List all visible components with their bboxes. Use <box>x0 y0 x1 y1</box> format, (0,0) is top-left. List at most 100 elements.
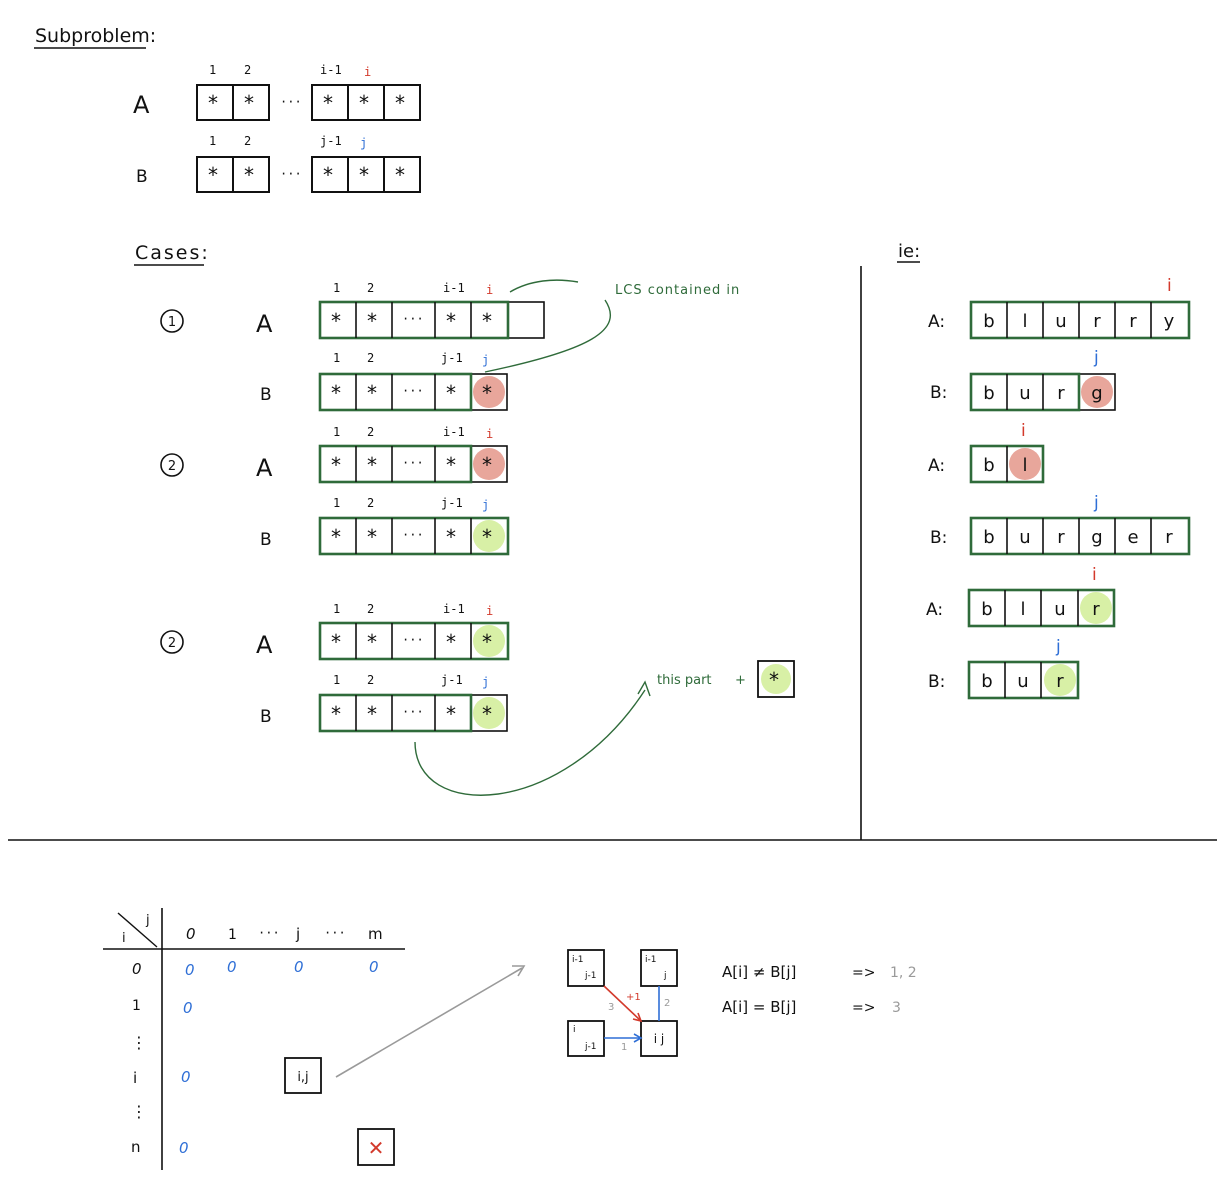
col-header: ··· <box>258 926 280 940</box>
col-label: 1 <box>333 496 340 510</box>
cell-label: j-1 <box>584 971 596 981</box>
lcs-range-box <box>318 372 473 412</box>
char: g <box>1091 383 1102 404</box>
ellipsis: ··· <box>402 705 424 719</box>
rule-mismatch: A[i] ≠ B[j] <box>722 963 796 981</box>
cell-value: * <box>244 163 254 187</box>
pointer-j: j <box>1093 348 1099 368</box>
base-zero: 0 <box>183 999 193 1017</box>
row-header: 1 <box>132 998 141 1014</box>
col-header: ··· <box>324 926 346 940</box>
subproblem-array-a: A 1 2 i-1 i ··· * * * * * <box>133 63 421 121</box>
ellipsis: ··· <box>402 384 424 398</box>
annotation-plus: + <box>735 673 746 688</box>
cell-label: i-1 <box>645 955 656 965</box>
arrow-head <box>637 680 651 697</box>
cell-ij <box>284 1057 322 1094</box>
col-label: i-1 <box>320 63 342 77</box>
cell-value: * <box>208 91 218 115</box>
row-label-a: A <box>256 454 273 482</box>
col-label: 1 <box>333 351 340 365</box>
col-label: j-1 <box>320 134 342 148</box>
string-box <box>969 300 1191 340</box>
col-label: 1 <box>209 63 216 77</box>
cell-value: * <box>244 91 254 115</box>
ellipsis: ··· <box>280 95 302 109</box>
char: u <box>1019 383 1030 404</box>
edge-plus1: +1 <box>626 992 641 1003</box>
row-label-a: A <box>256 310 273 338</box>
string-box <box>969 516 1191 556</box>
row-header: ⋮ <box>131 1102 147 1121</box>
cell-value: * <box>359 91 369 115</box>
cell-value: * <box>446 381 456 405</box>
char: l <box>1022 455 1027 476</box>
row-header: ⋮ <box>131 1033 147 1052</box>
pointer-j: j <box>1055 637 1061 657</box>
case-number: 2 <box>168 459 176 474</box>
cell-value: * <box>331 309 341 333</box>
label-b: B: <box>928 672 945 692</box>
base-zero: 0 <box>227 958 237 976</box>
base-zero: 0 <box>181 1068 191 1086</box>
cell-label: i-1 <box>572 955 583 965</box>
case-2-mismatch: 2 A 1 2 i-1 i * * ··· * * B 1 2 j-1 j * … <box>160 425 510 556</box>
cell-value: * <box>367 630 377 654</box>
cell-value: * <box>323 91 333 115</box>
cell-value: * <box>482 309 492 333</box>
green-highlight <box>473 520 505 552</box>
col-label: j-1 <box>441 496 463 510</box>
char: r <box>1092 599 1100 620</box>
col-label-j: j <box>360 136 367 150</box>
col-label: 1 <box>333 673 340 687</box>
char: b <box>983 455 994 476</box>
green-highlight <box>1044 664 1076 696</box>
col-label-i: i <box>486 283 493 297</box>
pointer-i: i <box>1092 565 1097 585</box>
case-number-circle <box>160 630 184 654</box>
cell <box>383 156 421 193</box>
cell-top-left <box>567 949 605 987</box>
extra-cell <box>507 301 545 339</box>
corner-j: j <box>145 913 150 928</box>
char: b <box>983 311 994 332</box>
dp-table: j i 0 1 ··· j ··· m 0 1 ⋮ i ⋮ n 0 0 0 0 … <box>103 908 405 1170</box>
ellipsis: ··· <box>402 312 424 326</box>
cell-label: i j <box>654 1032 664 1046</box>
red-highlight <box>473 376 505 408</box>
green-highlight <box>473 697 505 729</box>
col-label-i: i <box>486 427 493 441</box>
edge-3: 3 <box>608 1002 614 1013</box>
label-b: B: <box>930 528 947 548</box>
lcs-range-box <box>318 693 473 733</box>
cell-value: * <box>482 381 492 405</box>
col-label-i: i <box>486 604 493 618</box>
example-1: A: i b l u r r y B: j b u r g <box>928 276 1191 412</box>
green-highlight <box>761 664 791 694</box>
cell-value: * <box>359 163 369 187</box>
cell-value: * <box>769 668 779 692</box>
subproblem-array-b: B 1 2 j-1 j ··· * * * * * <box>136 134 421 193</box>
char: e <box>1127 527 1138 548</box>
cell-value: * <box>446 309 456 333</box>
pointer-i: i <box>1167 276 1172 296</box>
cell-value: * <box>331 453 341 477</box>
char: r <box>1057 383 1065 404</box>
col-label: 2 <box>367 425 374 439</box>
zoom-arrow <box>335 967 523 1078</box>
rule-arrow: => <box>852 1000 875 1016</box>
diagonal-arrow <box>603 985 642 1022</box>
ellipsis: ··· <box>402 528 424 542</box>
annotation-arrow <box>414 689 646 796</box>
annotation-curve <box>509 279 579 293</box>
cell-value: * <box>482 453 492 477</box>
cell-label: i <box>573 1025 576 1035</box>
cell-value: * <box>395 163 405 187</box>
ellipsis: ··· <box>402 456 424 470</box>
row-header: 0 <box>132 960 142 978</box>
cell-value: * <box>331 381 341 405</box>
cell <box>232 156 270 193</box>
col-label: 2 <box>367 281 374 295</box>
lcs-range-box <box>318 621 510 661</box>
